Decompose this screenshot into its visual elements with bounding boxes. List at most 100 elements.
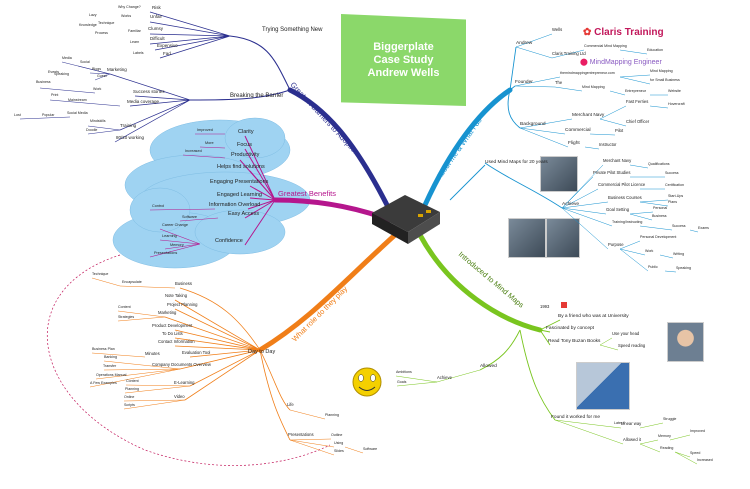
node-barriers[interactable]: Unfair xyxy=(150,14,163,19)
node-about[interactable]: The xyxy=(555,80,563,85)
node-about[interactable]: Hovercraft xyxy=(668,102,685,106)
node-benefits[interactable]: Clarity xyxy=(238,129,254,135)
node-about[interactable]: Speaking xyxy=(676,266,691,270)
node-intro[interactable]: By a friend who was at University xyxy=(558,313,629,319)
node-barriers[interactable]: Familiar xyxy=(128,29,142,33)
node-barriers[interactable]: Technique xyxy=(98,21,114,25)
node-day[interactable]: Content xyxy=(118,305,131,309)
node-about[interactable]: Qualifications xyxy=(648,162,670,166)
node-benefits[interactable]: Engaged Learning xyxy=(217,192,262,198)
node-day[interactable]: Product Development xyxy=(152,323,193,328)
node-benefits[interactable]: Engaging Presentations xyxy=(210,179,269,185)
node-barriers[interactable]: Lost xyxy=(14,113,21,117)
node-day[interactable]: Planning xyxy=(325,413,339,417)
node-benefits[interactable]: Control xyxy=(152,204,164,208)
node-barriers[interactable]: Media xyxy=(62,56,72,60)
node-benefits[interactable]: Presentations xyxy=(154,251,177,255)
node-day[interactable]: Content xyxy=(126,379,139,383)
node-day[interactable]: Online xyxy=(124,395,134,399)
node-day[interactable]: Business Plan xyxy=(92,347,115,351)
node-about[interactable]: Pilot xyxy=(615,128,624,133)
node-about[interactable]: Flight xyxy=(568,140,580,146)
node-intro[interactable]: Achieve xyxy=(437,375,453,380)
node-about[interactable]: Founder xyxy=(515,79,533,85)
node-intro[interactable]: Memory xyxy=(658,434,671,438)
node-barriers[interactable]: Events xyxy=(48,70,59,74)
node-about[interactable]: Commercial Pilot Licence xyxy=(598,182,646,187)
node-day[interactable]: Minutes xyxy=(145,351,160,356)
node-about[interactable]: Background xyxy=(520,121,546,127)
node-intro[interactable]: 1993 xyxy=(540,304,550,309)
node-day[interactable]: Encapsulate xyxy=(122,280,142,284)
node-about[interactable]: for Small Business xyxy=(650,78,680,82)
branch-label-benefits[interactable]: Greatest Benefits xyxy=(278,189,336,198)
node-barriers[interactable]: Trying Something New xyxy=(262,27,323,33)
node-barriers[interactable]: Process xyxy=(95,31,108,35)
node-about[interactable]: Certification xyxy=(665,183,684,187)
node-barriers[interactable]: Mainstream xyxy=(68,98,87,102)
node-intro[interactable]: Improved xyxy=(690,429,705,433)
node-intro[interactable]: Lateral xyxy=(614,421,625,425)
node-barriers[interactable]: Risk xyxy=(152,5,161,10)
node-benefits[interactable]: Career Change xyxy=(162,223,188,227)
node-day[interactable]: Banking xyxy=(104,355,117,359)
node-intro[interactable]: Allowed xyxy=(480,363,497,369)
node-about[interactable]: Education xyxy=(647,48,663,52)
node-about[interactable]: Business xyxy=(652,214,667,218)
node-about[interactable]: Entrepreneur xyxy=(625,89,647,93)
node-barriers[interactable]: Marketing xyxy=(107,67,127,72)
node-barriers[interactable]: Social Media xyxy=(67,111,88,115)
node-intro[interactable]: Struggle xyxy=(663,417,676,421)
node-about[interactable]: Private Pilot Studies xyxy=(593,170,630,175)
node-barriers[interactable]: Speaking xyxy=(54,72,69,76)
node-about[interactable]: Exams xyxy=(698,226,709,230)
node-day[interactable]: Video xyxy=(174,394,185,399)
node-about[interactable]: Training/Instructing xyxy=(612,220,642,224)
node-barriers[interactable]: Expensive xyxy=(157,43,178,48)
node-day[interactable]: Note Taking xyxy=(165,293,188,298)
node-barriers[interactable]: Media coverage xyxy=(127,99,160,104)
node-barriers[interactable]: Social xyxy=(80,60,90,64)
node-day[interactable]: Software xyxy=(363,447,377,451)
node-barriers[interactable]: Breaking the Barrier xyxy=(230,93,283,99)
node-barriers[interactable]: 80/20 working xyxy=(116,135,145,140)
node-benefits[interactable]: Confidence xyxy=(215,238,243,244)
node-day[interactable]: Strategies xyxy=(118,315,134,319)
node-about[interactable]: Fast Ferries xyxy=(626,99,648,104)
node-day[interactable]: Technique xyxy=(92,272,108,276)
node-day[interactable]: Presentations xyxy=(288,432,314,437)
node-day[interactable]: E-Learning xyxy=(174,380,195,385)
node-barriers[interactable]: Work xyxy=(93,87,102,91)
node-barriers[interactable]: Works xyxy=(121,14,131,18)
node-barriers[interactable]: Training xyxy=(120,123,137,128)
node-about[interactable]: Business Courses xyxy=(608,195,642,200)
node-day[interactable]: Evaluation Tool xyxy=(182,350,210,355)
node-benefits[interactable]: More xyxy=(205,141,214,145)
node-barriers[interactable]: Print xyxy=(51,93,58,97)
node-intro[interactable]: Goals xyxy=(397,380,407,384)
node-about[interactable]: Personal xyxy=(653,206,667,210)
node-barriers[interactable]: Mindskills xyxy=(90,119,106,123)
node-day[interactable]: Slides xyxy=(334,449,344,453)
node-barriers[interactable]: Why Change? xyxy=(118,5,141,9)
node-day[interactable]: Using xyxy=(334,441,343,445)
node-benefits[interactable]: Focus xyxy=(237,142,252,148)
node-about[interactable]: Mind Mapping xyxy=(582,85,605,89)
node-barriers[interactable]: Difficult xyxy=(150,36,165,41)
node-about[interactable]: Personal Development xyxy=(640,235,676,239)
node-benefits[interactable]: Productivity xyxy=(231,152,260,158)
node-barriers[interactable]: Lazy xyxy=(89,13,97,17)
node-intro[interactable]: Fascinated by concept xyxy=(546,325,595,331)
node-benefits[interactable]: Memory xyxy=(170,243,184,247)
node-barriers[interactable]: Business xyxy=(36,80,51,84)
node-barriers[interactable]: Doodle xyxy=(86,128,97,132)
node-benefits[interactable]: Improved xyxy=(197,128,213,132)
node-intro[interactable]: Ambitions xyxy=(396,370,412,374)
node-about[interactable]: Andrew xyxy=(516,40,533,46)
node-intro[interactable]: Allowed it xyxy=(623,437,642,442)
node-about[interactable]: Success xyxy=(665,171,679,175)
node-barriers[interactable]: Popular xyxy=(42,113,55,117)
node-intro[interactable]: Reading xyxy=(660,446,673,450)
node-about[interactable]: Goal Setting xyxy=(606,207,630,212)
node-barriers[interactable]: Success stories xyxy=(133,89,165,94)
